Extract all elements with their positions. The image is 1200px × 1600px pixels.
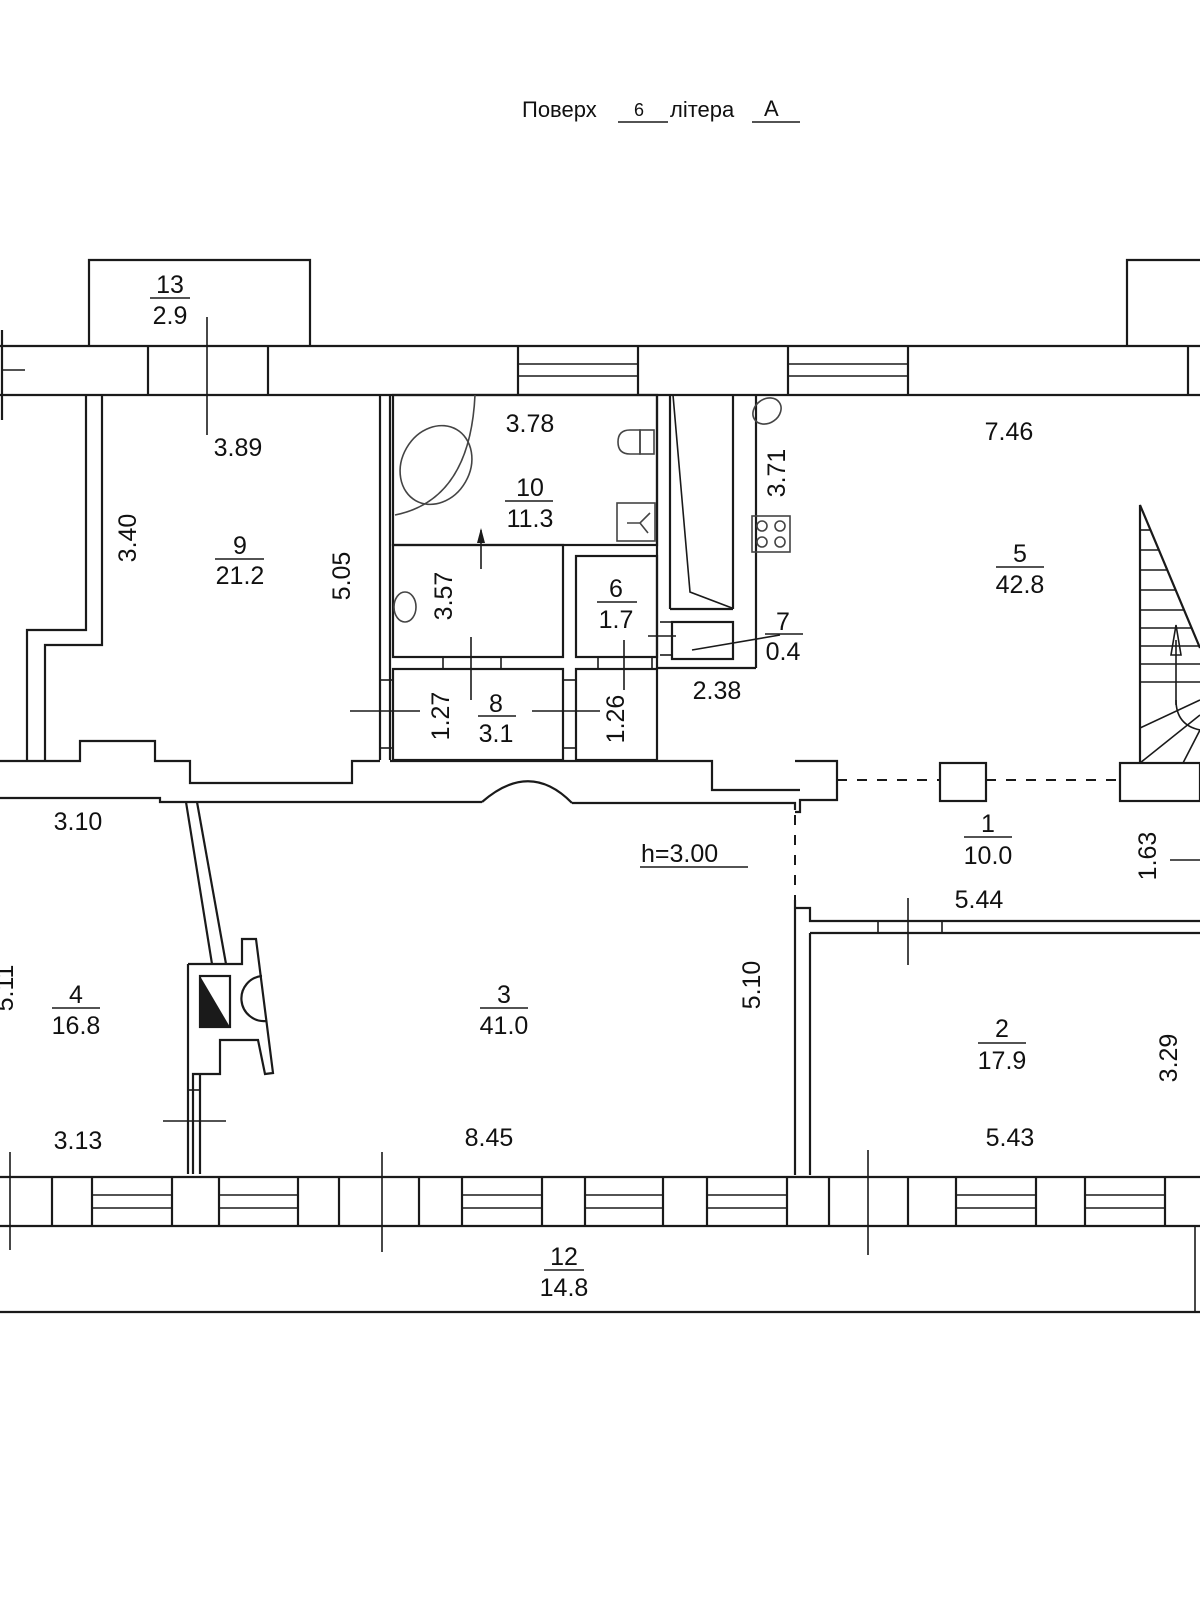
dimension-label: 3.78 (506, 410, 555, 438)
top-exterior-wall (0, 330, 1200, 420)
room-label-7: 7 0.4 (765, 608, 803, 666)
room-number: 9 (233, 532, 247, 560)
bathtub-icon (394, 394, 476, 516)
room-area: 3.1 (479, 720, 514, 748)
room-label-13: 13 2.9 (150, 271, 190, 330)
dimension-label: 3.40 (114, 514, 142, 563)
room-area: 11.3 (507, 505, 554, 533)
room-number: 2 (995, 1015, 1009, 1043)
room-number: 8 (489, 690, 503, 718)
balcony-right (1125, 258, 1200, 346)
room-area: 42.8 (996, 571, 1045, 599)
leader-line-7 (691, 634, 781, 651)
room-area: 14.8 (540, 1274, 589, 1302)
kitchen-sink-icon (752, 397, 782, 425)
dimension-label: 5.11 (0, 965, 19, 1012)
room-2-walls (793, 859, 1200, 1175)
dimension-label: 3.13 (54, 1127, 103, 1155)
dimension-label: 2.38 (693, 677, 742, 705)
room-label-6: 6 1.7 (597, 575, 637, 634)
room-number: 1 (981, 810, 995, 838)
dimension-label: 5.44 (955, 886, 1004, 914)
bathroom-walls (391, 393, 758, 670)
room-area: 1.7 (599, 606, 634, 634)
dimension-label: 1.26 (602, 695, 630, 744)
dimension-label: 8.45 (465, 1124, 514, 1152)
room-number: 7 (776, 608, 790, 636)
room-area: 16.8 (52, 1012, 101, 1040)
room-label-5: 5 42.8 (996, 540, 1045, 599)
room-area: 41.0 (480, 1012, 529, 1040)
toilet-icon (617, 429, 655, 455)
room-label-2: 2 17.9 (978, 1015, 1027, 1075)
room-area: 17.9 (978, 1047, 1027, 1075)
dimension-label: 5.05 (328, 552, 356, 601)
letter-value: А (764, 96, 779, 121)
dimension-label: 3.57 (430, 572, 458, 621)
room-number: 12 (550, 1243, 578, 1271)
room-area: 21.2 (216, 562, 265, 590)
ceiling-height: h=3.00 (640, 840, 748, 868)
room-label-12: 12 14.8 (540, 1243, 589, 1302)
room-label-10: 10 11.3 (505, 474, 553, 533)
window-top-1 (518, 363, 638, 377)
dimension-label: 3.89 (214, 434, 263, 462)
chimney-block (163, 801, 275, 1174)
room-9-walls (25, 395, 392, 760)
room-label-4: 4 16.8 (52, 981, 101, 1040)
dimension-label: 3.10 (54, 808, 103, 836)
dimension-label: 3.71 (763, 449, 791, 498)
sink-icon (393, 591, 417, 623)
room-number: 3 (497, 981, 511, 1009)
room-label-8: 8 3.1 (478, 690, 516, 748)
door-ticks (350, 635, 676, 712)
dimension-label: 1.27 (427, 692, 455, 741)
window-top-2 (788, 363, 908, 377)
room-label-3: 3 41.0 (480, 981, 529, 1040)
dimension-label: 5.43 (986, 1124, 1035, 1152)
bottom-exterior-wall (0, 1150, 1200, 1314)
dimension-label: 1.63 (1134, 832, 1162, 881)
dimension-label: 3.29 (1155, 1034, 1183, 1083)
room-number: 13 (156, 271, 184, 299)
balcony-13 (87, 258, 312, 346)
dimension-label: 7.46 (985, 418, 1034, 446)
letter-label: літера (670, 97, 735, 122)
room-area: 2.9 (153, 302, 188, 330)
floor-label: Поверх (522, 97, 597, 122)
room-label-9: 9 21.2 (215, 532, 264, 590)
floor-number: 6 (634, 100, 644, 120)
middle-corridor-wall (0, 739, 1200, 900)
room-label-1: 1 10.0 (964, 810, 1013, 870)
door-arrow-icon (477, 528, 485, 569)
floor-header: Поверх 6 літера А (522, 96, 800, 123)
staircase-icon (1138, 504, 1200, 764)
room-number: 5 (1013, 540, 1027, 568)
room-area: 0.4 (766, 638, 801, 666)
room-number: 4 (69, 981, 83, 1009)
shower-tray-icon (616, 502, 656, 542)
room-area: 10.0 (964, 842, 1013, 870)
ceiling-height-text: h=3.00 (641, 840, 718, 868)
dimension-label: 5.10 (738, 961, 766, 1010)
room-number: 10 (516, 474, 544, 502)
room-number: 6 (609, 575, 623, 603)
stove-icon (751, 515, 791, 553)
